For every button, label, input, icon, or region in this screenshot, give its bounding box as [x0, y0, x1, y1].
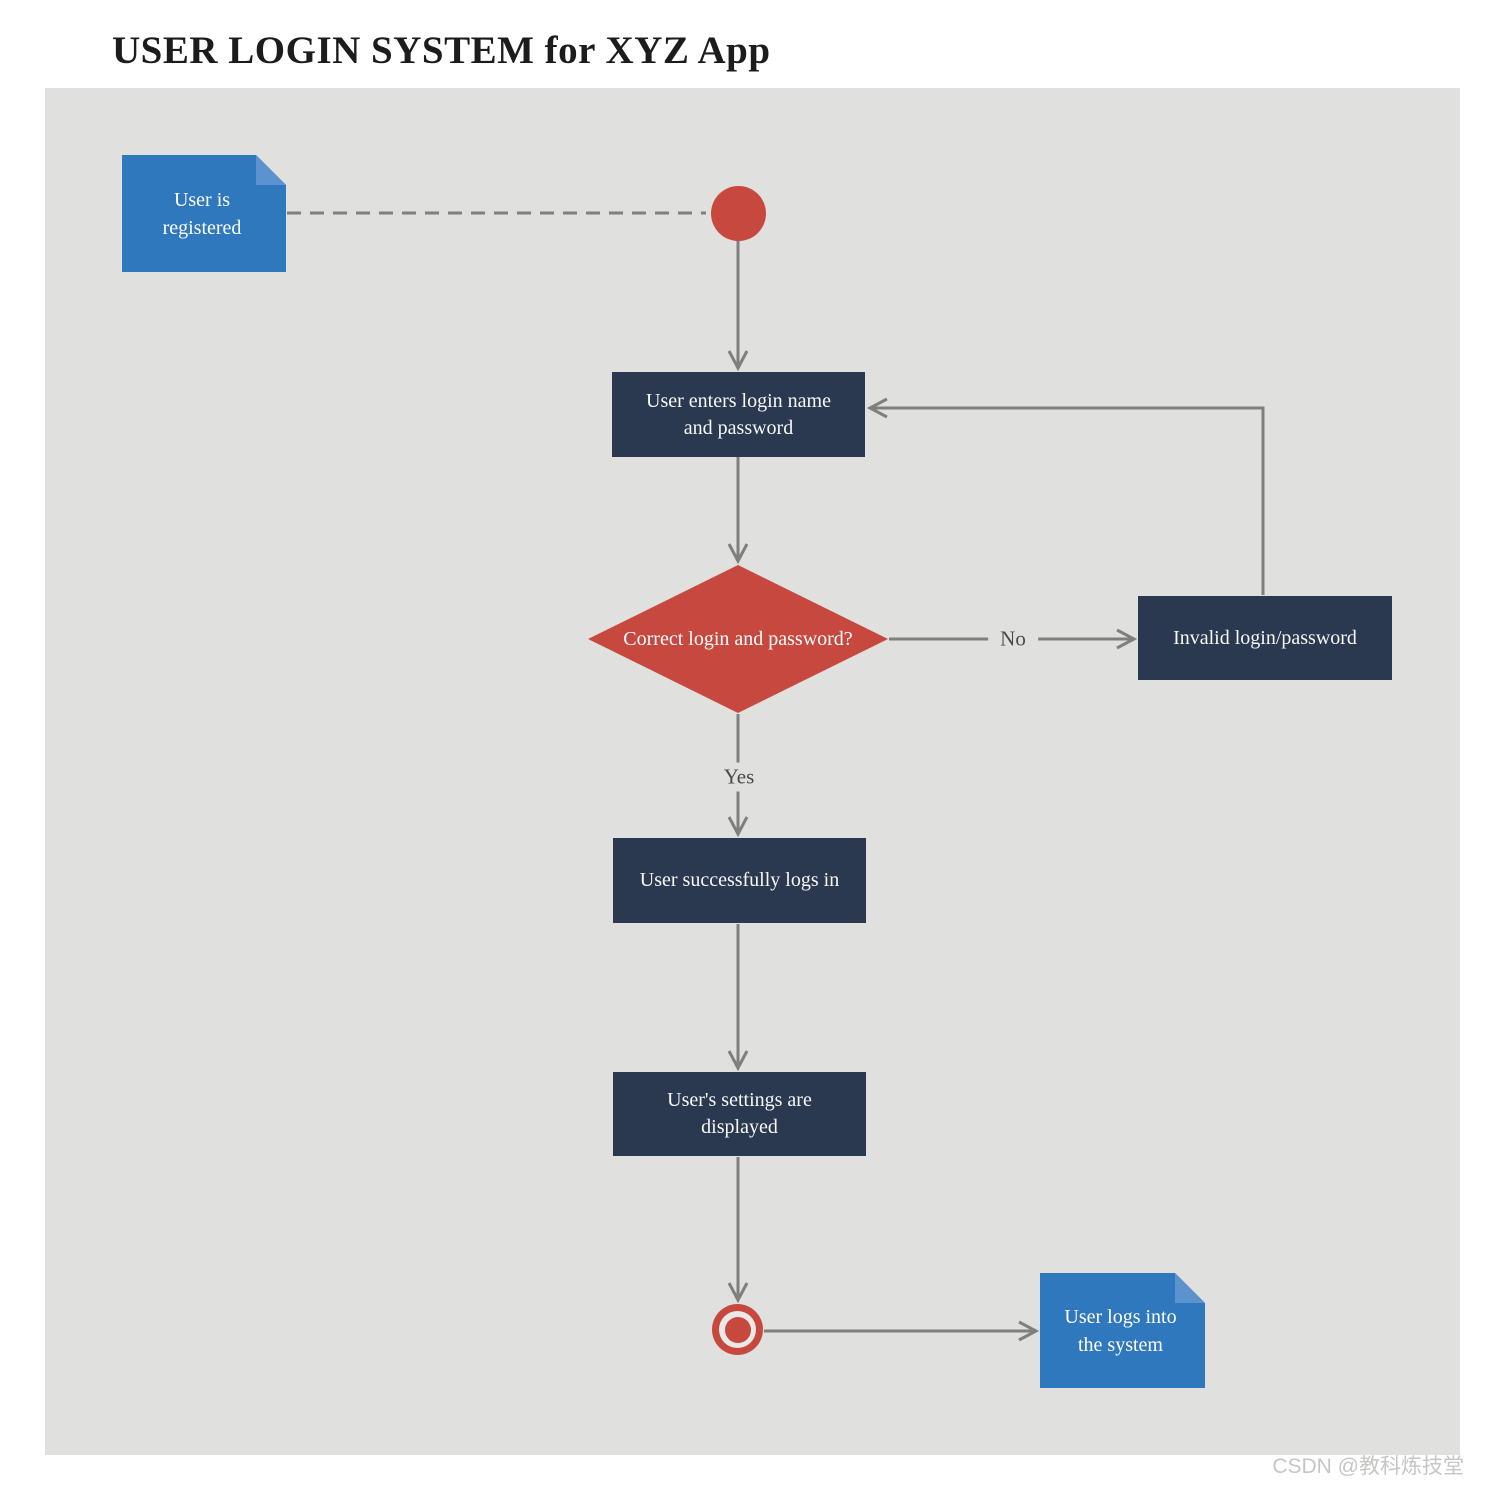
node-label: Invalid login/password — [1173, 626, 1357, 649]
end-node-ring — [719, 1311, 756, 1348]
start-node[interactable] — [711, 186, 766, 241]
diagram-title: USER LOGIN SYSTEM for XYZ App — [112, 29, 771, 72]
folded-corner — [256, 155, 286, 185]
node-enter-credentials[interactable]: User enters login name and password — [612, 372, 865, 457]
node-invalid-login[interactable]: Invalid login/password — [1138, 596, 1392, 680]
edge-label-no: No — [988, 624, 1038, 654]
note-shape — [1040, 1273, 1205, 1388]
note-shape — [122, 155, 286, 272]
note-user-registered[interactable]: User is registered — [122, 155, 286, 272]
folded-corner — [1175, 1273, 1205, 1303]
node-label: User's settings are displayed — [667, 1089, 812, 1138]
node-login-success[interactable]: User successfully logs in — [613, 838, 866, 923]
end-node-core — [724, 1316, 751, 1343]
end-node[interactable] — [712, 1304, 763, 1355]
note-text: User logs into the system — [1064, 1305, 1177, 1356]
watermark: CSDN @教科炼技堂 — [1272, 1455, 1464, 1478]
note-text: User is registered — [162, 188, 242, 239]
node-label: User successfully logs in — [639, 869, 840, 891]
decision-label: Correct login and password? — [623, 627, 853, 650]
edge-label-yes: Yes — [711, 762, 767, 792]
node-settings-displayed[interactable]: User's settings are displayed — [613, 1072, 866, 1156]
note-user-logs-into-system[interactable]: User logs into the system — [1040, 1273, 1205, 1388]
node-label: User enters login name and password — [646, 389, 831, 439]
